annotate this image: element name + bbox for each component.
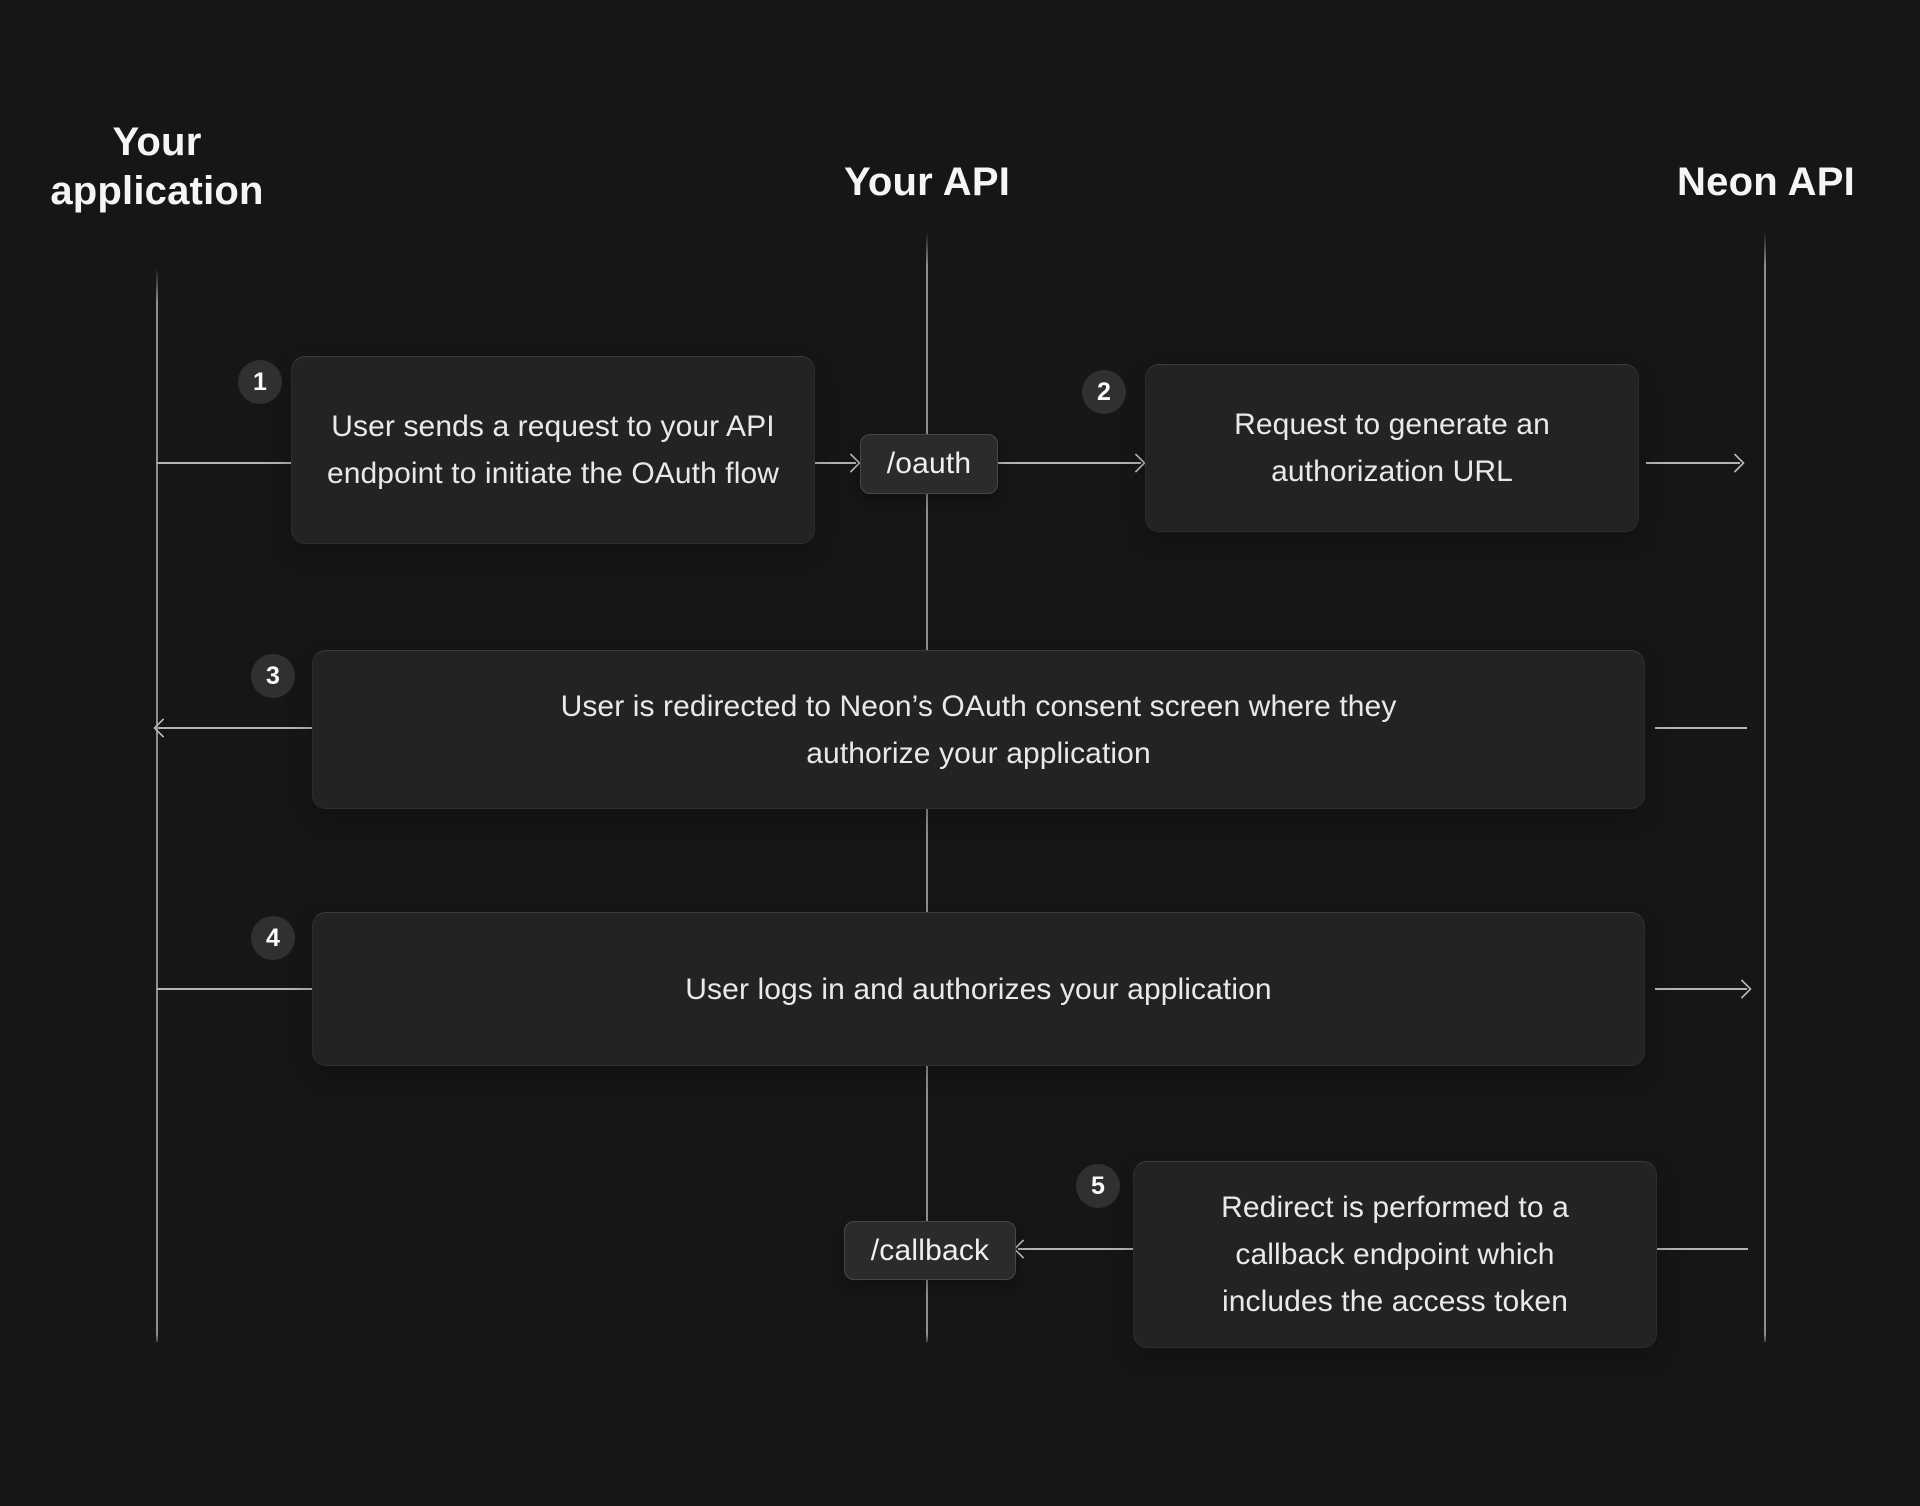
connector-neon-to-step3-box bbox=[1655, 727, 1747, 729]
step-1-number: 1 bbox=[253, 367, 267, 396]
step-2-box: Request to generate an authorization URL bbox=[1145, 364, 1639, 532]
step-5-box: Redirect is performed to a callback endp… bbox=[1133, 1161, 1657, 1348]
lifeline-neon-api bbox=[1764, 232, 1766, 1342]
arrow-oauth-chip-to-step2-box bbox=[997, 462, 1141, 464]
step-2-number: 2 bbox=[1097, 377, 1111, 406]
step-5-number: 5 bbox=[1091, 1171, 1105, 1200]
lifeline-your-application bbox=[156, 268, 158, 1342]
connector-app-to-step4-box bbox=[157, 988, 312, 990]
connector-neon-to-step5-box bbox=[1655, 1248, 1748, 1250]
step-3-text: User is redirected to Neon’s OAuth conse… bbox=[560, 689, 1397, 770]
step-2-text: Request to generate an authorization URL bbox=[1234, 408, 1550, 488]
lane-header-your-api: Your API bbox=[843, 160, 1011, 204]
callback-endpoint-label: /callback bbox=[870, 1233, 990, 1267]
step-3-number-badge: 3 bbox=[251, 654, 295, 698]
arrow-step2-box-to-neon-lifeline bbox=[1646, 462, 1740, 464]
step-3-box: User is redirected to Neon’s OAuth conse… bbox=[312, 650, 1645, 809]
arrow-step3-box-to-app-lifeline bbox=[158, 727, 312, 729]
oauth-endpoint-chip: /oauth bbox=[860, 434, 998, 494]
connector-app-to-step1-box bbox=[157, 462, 291, 464]
step-1-box: User sends a request to your API endpoin… bbox=[291, 356, 815, 544]
step-5-text: Redirect is performed to a callback endp… bbox=[1221, 1191, 1569, 1318]
step-2-number-badge: 2 bbox=[1082, 370, 1126, 414]
arrow-step1-box-to-oauth-chip bbox=[814, 462, 856, 464]
step-5-number-badge: 5 bbox=[1076, 1164, 1120, 1208]
callback-endpoint-chip: /callback bbox=[844, 1221, 1016, 1280]
lane-header-your-application: Your application bbox=[50, 120, 264, 213]
step-4-box: User logs in and authorizes your applica… bbox=[312, 912, 1645, 1066]
step-4-number: 4 bbox=[266, 923, 280, 952]
step-3-number: 3 bbox=[266, 661, 280, 690]
step-1-text: User sends a request to your API endpoin… bbox=[326, 410, 780, 490]
arrow-step5-box-to-callback-chip bbox=[1018, 1248, 1133, 1250]
step-4-number-badge: 4 bbox=[251, 916, 295, 960]
step-1-number-badge: 1 bbox=[238, 360, 282, 404]
lane-header-neon-api: Neon API bbox=[1677, 160, 1855, 204]
step-4-text: User logs in and authorizes your applica… bbox=[685, 972, 1272, 1006]
arrow-step4-box-to-neon-lifeline bbox=[1655, 988, 1747, 990]
oauth-endpoint-label: /oauth bbox=[886, 447, 972, 480]
